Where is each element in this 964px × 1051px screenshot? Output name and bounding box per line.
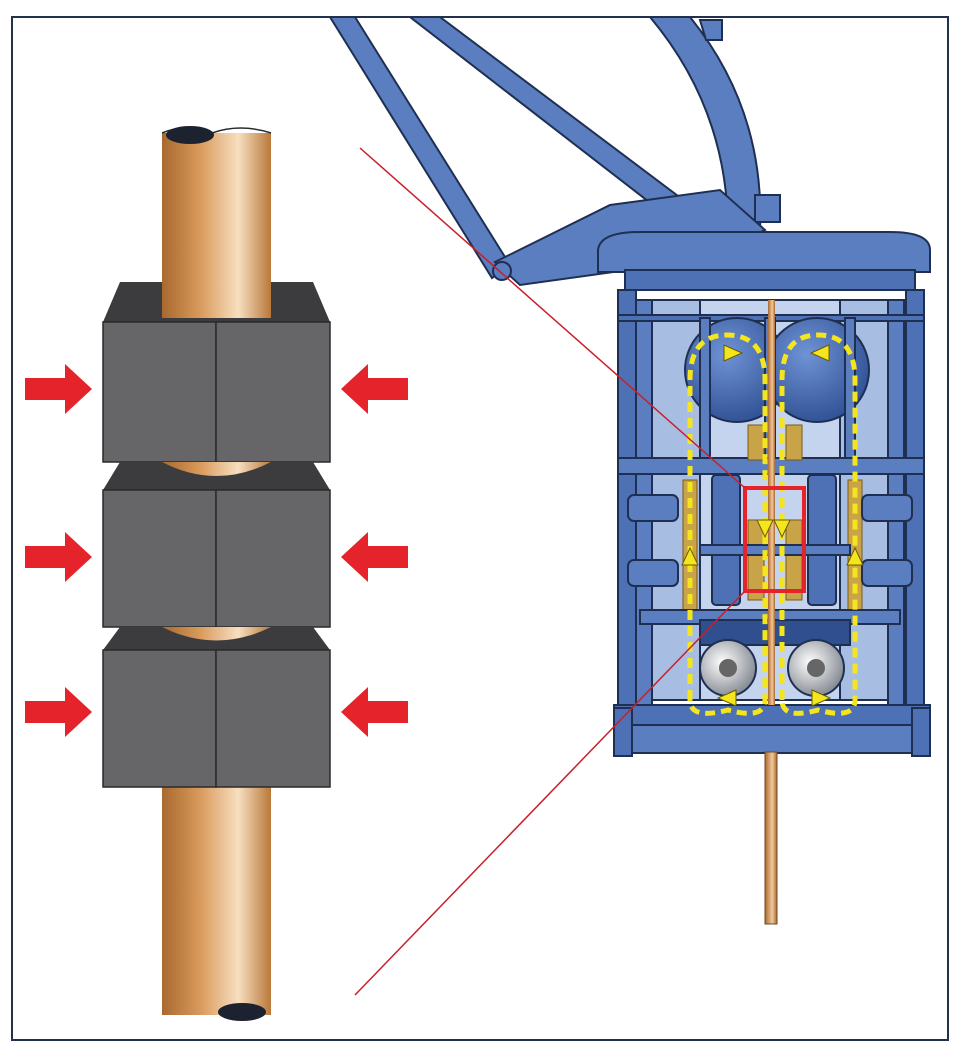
left-hydraulic-cylinder [711, 474, 741, 606]
arrow-left-icon [809, 344, 830, 362]
arrow-right-icon [25, 687, 92, 737]
pipe-bottom-opening [218, 1003, 266, 1021]
arrow-right-icon [25, 532, 92, 582]
arrow-down-icon [773, 519, 791, 539]
gripper-left-block [102, 649, 217, 788]
left-chain-track [682, 424, 765, 611]
chain-direction-arrows [681, 344, 864, 707]
arrow-right-icon [25, 364, 92, 414]
base-frame [613, 704, 931, 726]
arrow-right-icon [723, 344, 744, 362]
gripper-block-pair-1 [102, 280, 331, 463]
arrow-down-icon [756, 519, 774, 539]
pipe-lower [162, 785, 271, 1015]
zoom-highlight-box [743, 486, 806, 593]
arrow-left-icon [341, 532, 408, 582]
gripper-block-pair-2 [102, 462, 331, 628]
right-hydraulic-cylinder [807, 474, 837, 606]
gripper-right-block [215, 321, 331, 463]
pipe-top-opening [166, 126, 214, 144]
zoom-line-top [359, 147, 746, 489]
gripper-left-block [102, 489, 217, 628]
gripper-left-block [102, 321, 217, 463]
top-beam [624, 269, 916, 291]
arrow-up-icon [681, 546, 699, 566]
top-cap [597, 231, 931, 273]
arrow-left-icon [341, 364, 408, 414]
gripper-right-block [215, 489, 331, 628]
right-chain-track [785, 424, 863, 611]
coiled-tubing [764, 751, 778, 925]
force-arrows [25, 364, 408, 737]
chain-motion-loops [687, 332, 858, 716]
gripper-right-block [215, 649, 331, 788]
gripper-block-pair-3 [102, 627, 331, 788]
zoom-line-bottom [354, 590, 746, 996]
arrow-right-icon [811, 689, 832, 707]
gripper-detail [25, 126, 408, 1021]
arrow-up-icon [846, 546, 864, 566]
left-chain-loop [687, 332, 768, 716]
right-chain-loop [779, 332, 858, 716]
arrow-left-icon [341, 687, 408, 737]
arrow-left-icon [716, 689, 737, 707]
